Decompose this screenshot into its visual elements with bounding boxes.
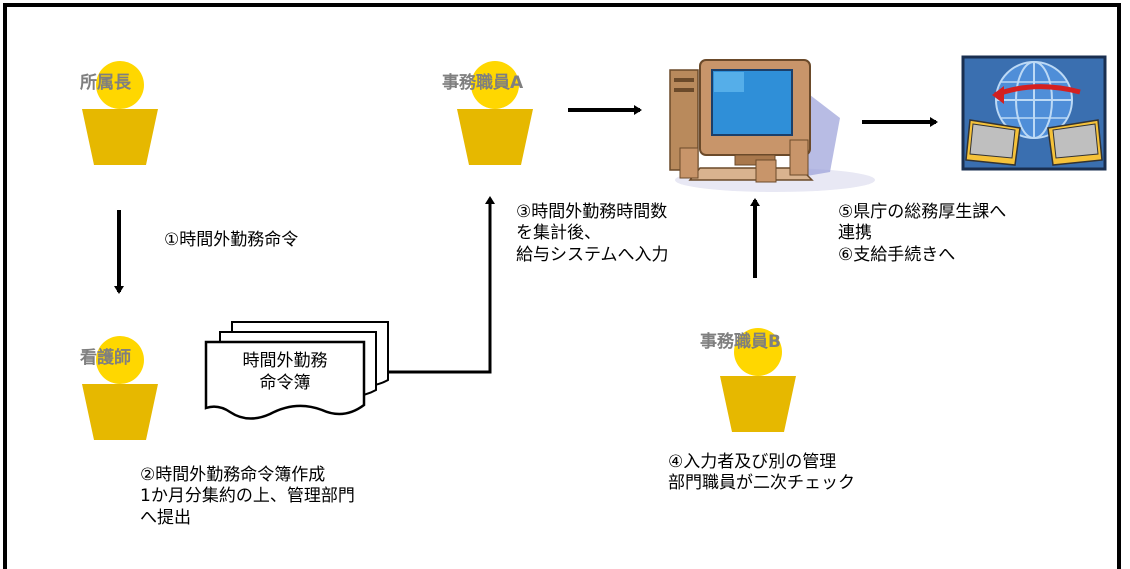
person-icon-jimu-b [718,322,798,432]
role-label-jimu-b: 事務職員B [700,332,781,352]
step-2-line-1: ②時間外勤務命令簿作成 [140,465,326,485]
computer-icon [669,59,875,192]
step-3-label: ③時間外勤務時間数 を集計後、 給与システムへ入力 [516,202,669,266]
ledger-title: 時間外勤務 命令簿 [225,350,345,394]
network-transfer-icon [961,55,1107,171]
role-label-jimu-a: 事務職員A [442,73,524,93]
step-5-6-label: ⑤県庁の総務厚生課へ 連携 ⑥支給手続きへ [838,202,1006,266]
step-1-label: ①時間外勤務命令 [164,230,299,250]
arrow-ledger-to-clerk-a [382,196,495,374]
ledger-line-1: 時間外勤務 [242,351,328,371]
step-4-line-2: 部門職員が二次チェック [668,473,855,494]
role-label-shozokucho: 所属長 [80,73,131,93]
step-3-line-3: 給与システムへ入力 [516,244,669,265]
step-5-line-2: 連携 [838,223,872,244]
step-2-line-2: 1か月分集約の上、管理部門 [140,486,355,507]
diagram-frame [3,3,1121,569]
step-4-line-1: ④入力者及び別の管理 [668,452,837,472]
document-stack-icon [204,321,389,420]
step-3-line-2: を集計後、 [516,223,601,244]
person-icon-shozokucho [80,55,160,165]
step-6-line: ⑥支給手続きへ [838,244,956,265]
step-3-line-1: ③時間外勤務時間数 [516,202,668,222]
step-4-label: ④入力者及び別の管理 部門職員が二次チェック [668,452,855,495]
step-5-line-1: ⑤県庁の総務厚生課へ [838,202,1007,222]
person-icon-kangoshi [80,330,160,440]
step-2-label: ②時間外勤務命令簿作成 1か月分集約の上、管理部門 へ提出 [140,465,355,529]
ledger-line-2: 命令簿 [259,373,311,394]
step-2-line-3: へ提出 [140,507,191,528]
role-label-kangoshi: 看護師 [80,348,131,368]
person-icon-jimu-a [455,55,535,165]
